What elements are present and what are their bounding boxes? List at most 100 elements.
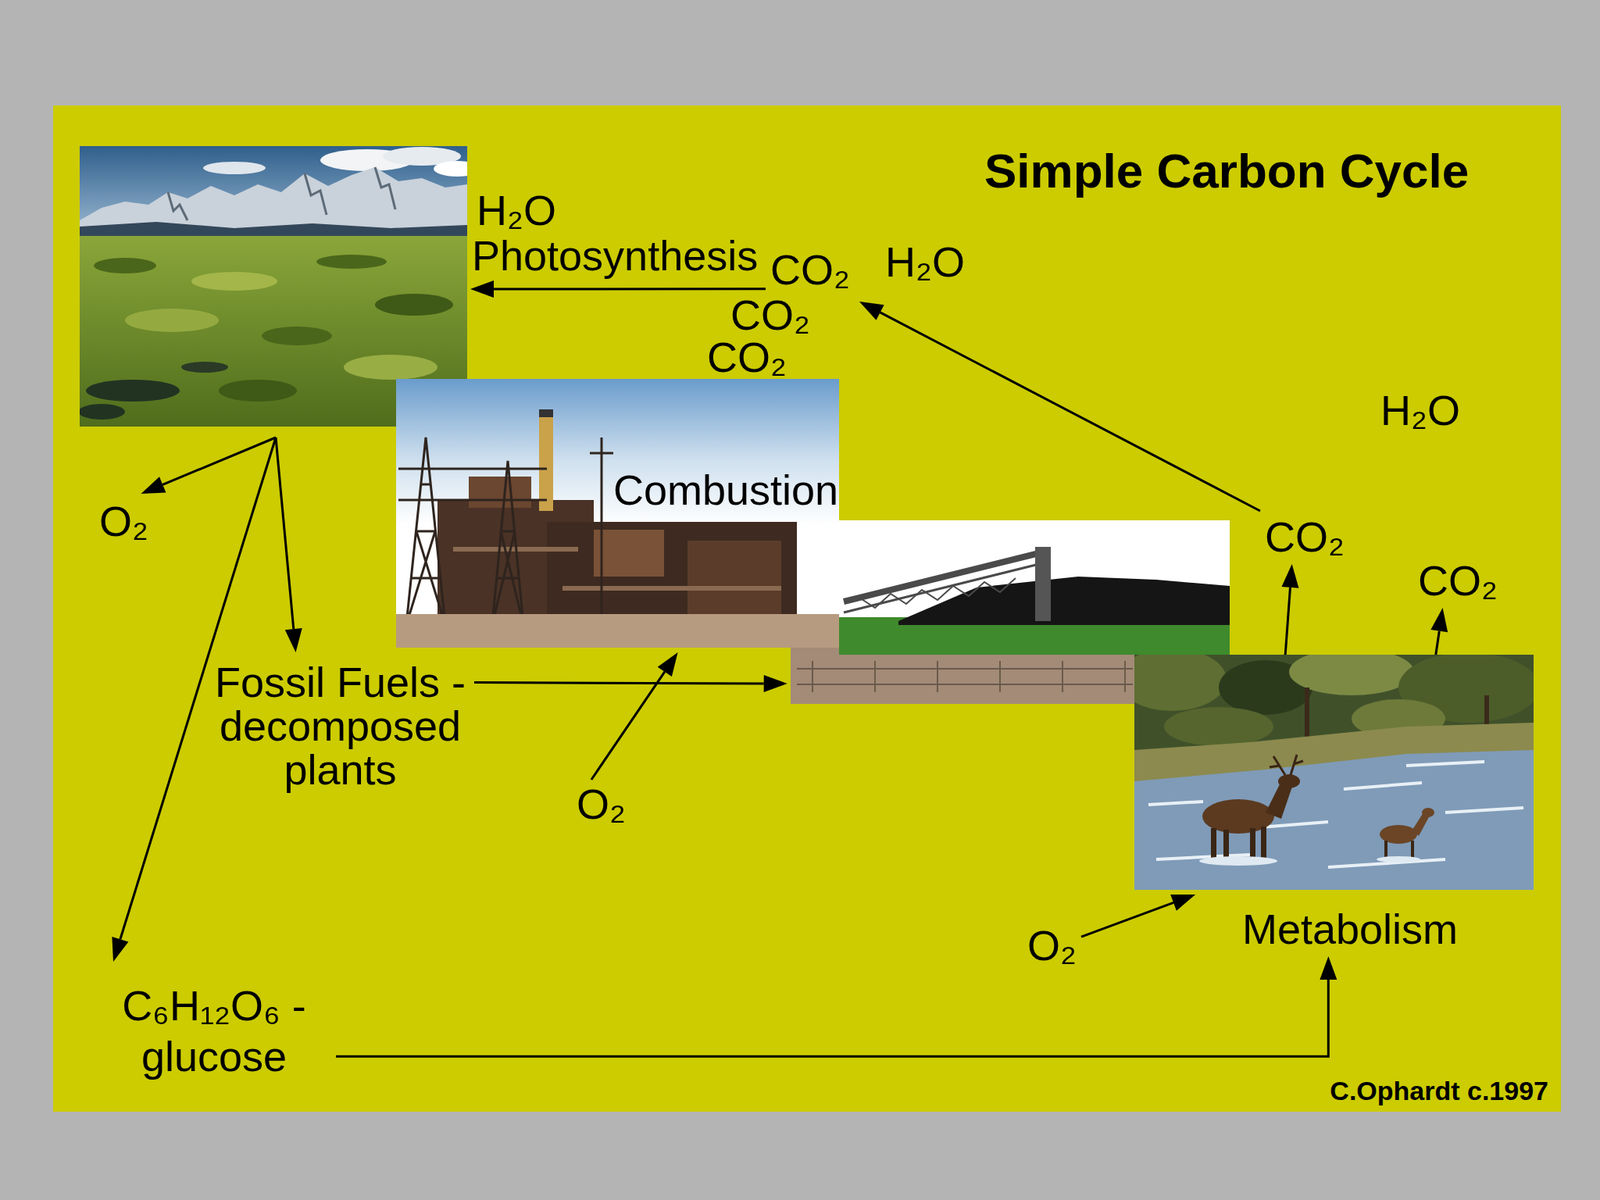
grassland-photo-part <box>79 403 125 420</box>
chemical-formula: CO₂ <box>1264 515 1345 558</box>
grassland-photo-part <box>316 254 387 269</box>
arrow-line <box>493 287 766 290</box>
flow-arrow <box>591 652 679 780</box>
arrow-head <box>285 628 303 653</box>
arrow-line <box>474 682 765 684</box>
power-plant-photo-part <box>398 437 614 625</box>
arrow-head <box>1430 607 1448 633</box>
elk-river-photo-part <box>1269 754 1304 775</box>
chemical-node: CO₂ <box>1264 515 1345 558</box>
chemical-formula: O₂ <box>99 500 149 543</box>
power-plant-photo-part <box>562 585 782 591</box>
power-plant-photo-part <box>539 409 554 418</box>
arrow-head <box>141 476 167 494</box>
process-label: Photosynthesis <box>471 234 758 277</box>
power-plant-photo-part <box>898 576 1230 625</box>
power-plant-photo <box>396 378 1230 704</box>
elk-river-photo-part <box>1278 774 1300 789</box>
credit-label: C.Ophardt c.1997 <box>1329 1076 1549 1106</box>
arrow-head <box>111 936 129 962</box>
flow-arrow <box>335 956 1337 1057</box>
glucose-node: C₆H₁₂O₆ - glucose <box>96 980 332 1083</box>
grassland-photo-part <box>167 192 188 221</box>
chemical-formula: C₆H₁₂O₆ - glucose <box>96 980 332 1083</box>
grassland-photo-part <box>203 161 266 175</box>
grassland-photo-part <box>125 308 219 333</box>
power-plant-photo-part-part <box>406 437 446 625</box>
elk-river-photo-part <box>1260 826 1267 860</box>
grassland-photo-part <box>261 326 333 346</box>
chemical-formula: O₂ <box>576 782 626 825</box>
chemical-node: CO₂ <box>730 293 811 336</box>
power-plant-photo-part <box>396 378 1230 704</box>
elk-river-photo-part <box>1250 828 1256 860</box>
grassland-photo-part <box>79 146 468 236</box>
grassland-photo-part <box>343 354 438 380</box>
power-plant-photo-part <box>539 409 554 511</box>
arrow-head <box>1319 956 1337 980</box>
power-plant-photo-part <box>843 564 1040 613</box>
grassland-photo-part <box>375 293 454 316</box>
diagram-title: Simple Carbon Cycle <box>984 142 1469 199</box>
chemical-node: H₂O <box>1380 389 1461 432</box>
fossil-fuel-node: Fossil Fuels -decomposed plants <box>209 660 472 792</box>
chemical-node: CO₂ <box>1417 559 1498 602</box>
arrow-head <box>657 652 679 677</box>
chemical-formula: CO₂ <box>707 335 787 379</box>
arrow-head <box>470 280 494 298</box>
elk-river-photo-part <box>1376 856 1421 863</box>
grassland-photo-part <box>191 271 278 291</box>
flow-arrow <box>474 675 788 693</box>
grassland-photo-part <box>304 173 327 215</box>
elk-river-photo-part <box>1304 687 1310 743</box>
chemical-formula: O₂ <box>1027 924 1077 967</box>
arrow-line <box>335 979 1329 1057</box>
arrow-head <box>859 301 885 321</box>
chemical-formula: H₂O <box>1380 389 1461 432</box>
chemical-node: O₂ <box>99 500 149 543</box>
power-plant-photo-part <box>396 614 840 648</box>
chemical-node: O₂ <box>576 782 626 825</box>
arrow-line <box>1081 902 1174 937</box>
flow-arrow <box>141 437 276 494</box>
grassland-photo-part <box>85 379 180 402</box>
power-plant-photo-part <box>790 654 1135 704</box>
power-plant-photo-part <box>796 660 1133 693</box>
process-label: Fossil Fuels -decomposed plants <box>209 660 472 792</box>
chemical-formula: H₂O <box>476 189 557 232</box>
flow-arrow <box>859 301 1261 511</box>
flow-arrow <box>1430 607 1448 655</box>
arrow-line <box>591 671 665 780</box>
power-plant-photo-part-part <box>492 460 524 625</box>
chemical-node: H₂O <box>885 240 965 283</box>
flow-arrow <box>275 437 303 653</box>
power-plant-photo-part <box>687 540 782 618</box>
elk-river-photo-part <box>1199 856 1278 866</box>
power-plant-photo-part <box>546 521 797 618</box>
power-plant-photo-part-part <box>589 437 614 618</box>
grassland-photo-part <box>181 361 229 373</box>
flow-arrow <box>1282 564 1300 655</box>
elk-river-photo-part <box>1134 654 1227 711</box>
power-plant-photo-part <box>843 553 1040 602</box>
arrow-head <box>1170 894 1196 911</box>
grassland-photo-part <box>218 379 297 402</box>
power-plant-photo-part <box>1035 546 1051 622</box>
arrow-line <box>880 312 1261 511</box>
elk-river-photo-part <box>1164 707 1274 747</box>
grassland-photo-part <box>375 167 396 210</box>
chemical-formula: H₂O <box>885 240 965 283</box>
power-plant-photo-node: Combustion <box>396 378 1230 704</box>
arrow-line <box>1285 587 1290 655</box>
process-label: Metabolism <box>1242 907 1458 950</box>
arrow-head <box>764 675 788 693</box>
elk-river-photo-part <box>1210 828 1217 860</box>
process-label: Combustion <box>613 468 839 511</box>
grassland-photo-node: Photosynthesis <box>79 146 468 427</box>
flow-arrow <box>1081 894 1196 937</box>
power-plant-photo-part <box>593 529 665 577</box>
chemical-formula: CO₂ <box>730 293 811 336</box>
elk-river-photo <box>1134 654 1534 890</box>
power-plant-photo-part <box>859 578 1016 608</box>
